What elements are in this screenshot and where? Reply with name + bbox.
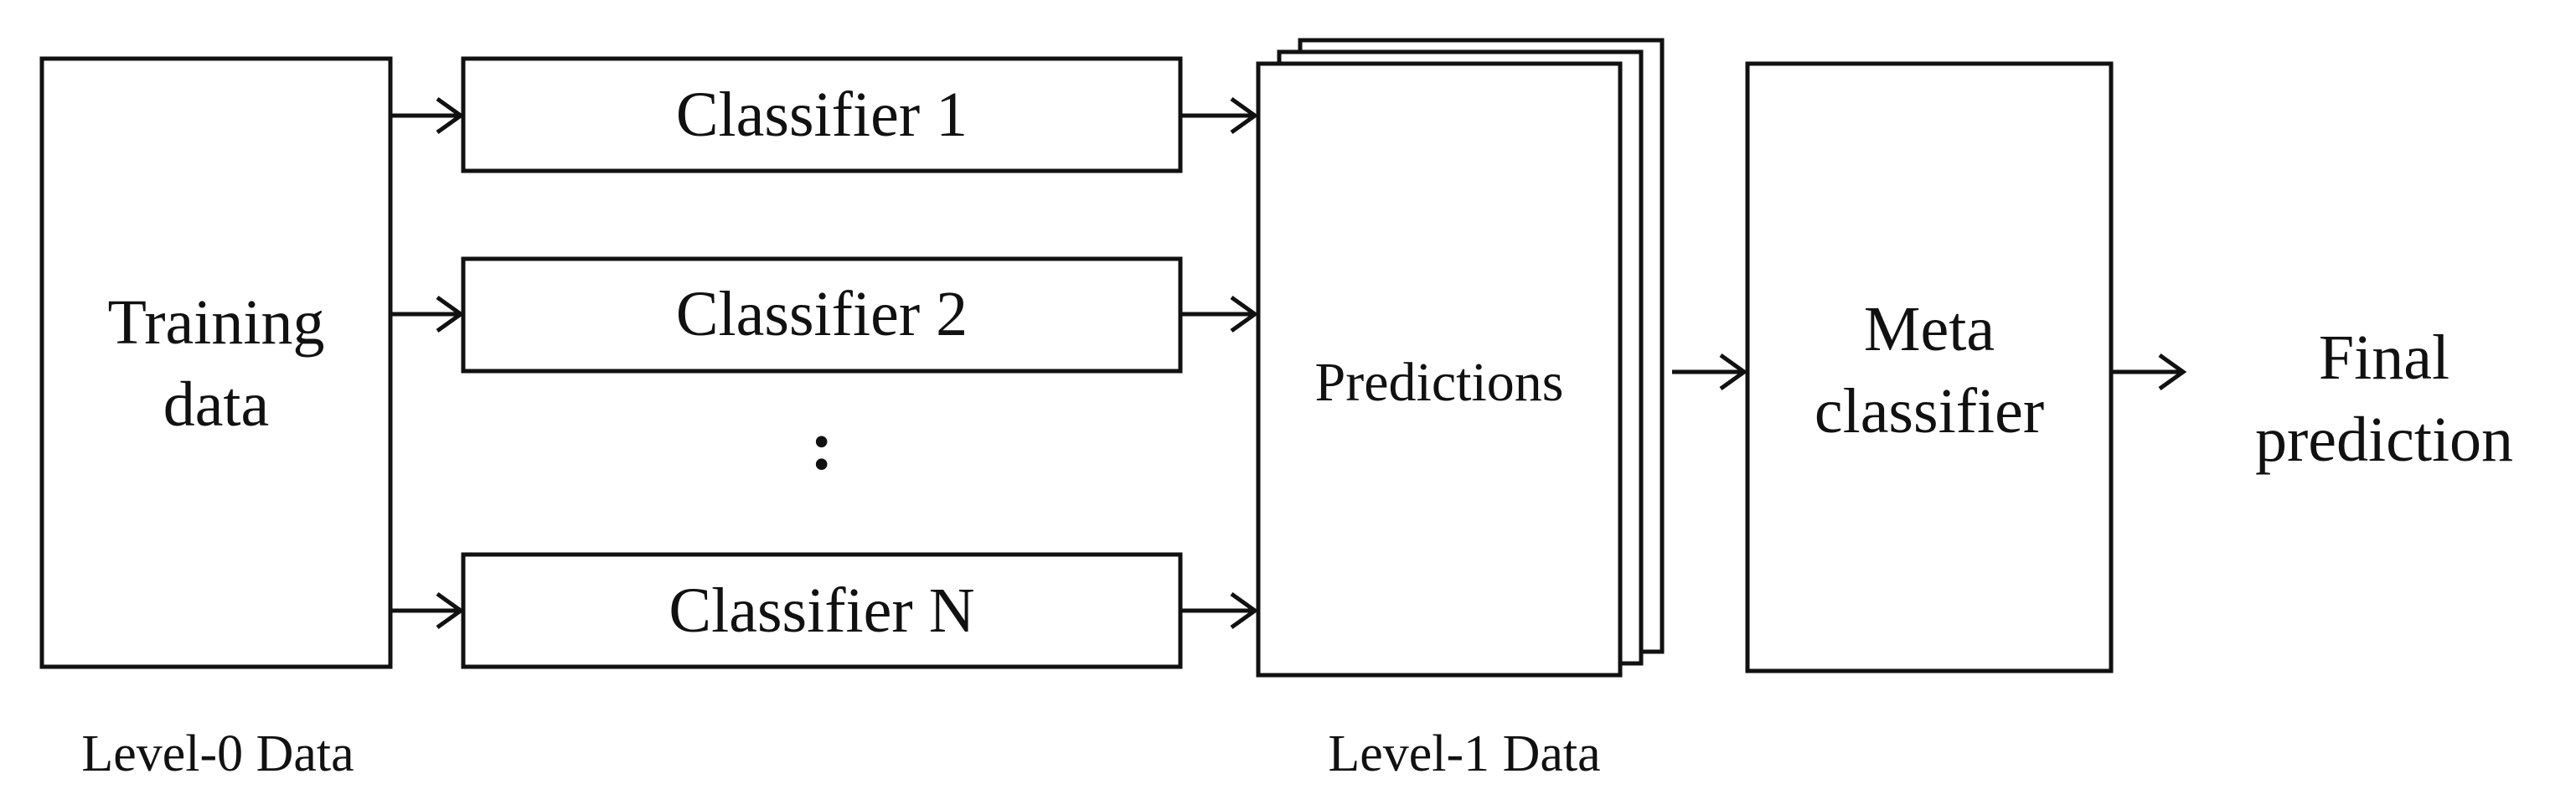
- meta-classifier-box: [1745, 61, 2114, 673]
- final-prediction-label-line1: Final: [2319, 322, 2450, 393]
- training-data-node: Training data: [39, 56, 393, 669]
- predictions-front-sheet: [1256, 61, 1623, 678]
- level-1-caption: Level-1 Data: [1328, 725, 1600, 782]
- level-0-caption: Level-0 Data: [81, 725, 354, 782]
- predictions-label: Predictions: [1315, 352, 1564, 413]
- classifier-n-label: Classifier N: [669, 575, 974, 646]
- arrow-classifier-2-to-predictions: [1180, 295, 1259, 333]
- classifier-2-box: [461, 256, 1183, 374]
- classifier-1-label: Classifier 1: [676, 80, 968, 150]
- classifier-2-label: Classifier 2: [676, 279, 968, 349]
- meta-classifier-node: Meta classifier: [1745, 61, 2114, 673]
- classifier-1-box: [461, 56, 1183, 173]
- classifier-n-node: Classifier N: [461, 552, 1183, 669]
- arrow-training-to-classifier-1: [390, 96, 465, 135]
- classifier-n-box: [461, 552, 1183, 669]
- final-prediction-label-line2: prediction: [2255, 405, 2513, 475]
- training-data-box: [39, 56, 393, 669]
- classifier-2-node: Classifier 2: [461, 256, 1183, 374]
- classifier-1-node: Classifier 1: [461, 56, 1183, 173]
- final-prediction-node: Final prediction: [2255, 322, 2513, 475]
- arrow-classifier-1-to-predictions: [1180, 96, 1259, 135]
- meta-classifier-label-line2: classifier: [1815, 376, 2044, 446]
- predictions-node: Predictions: [1256, 38, 1665, 678]
- arrow-training-to-classifier-2: [390, 295, 465, 333]
- arrow-predictions-to-meta: [1672, 353, 1748, 391]
- classifiers-ellipsis: :: [810, 407, 834, 485]
- arrow-classifier-n-to-predictions: [1180, 591, 1259, 630]
- arrow-training-to-classifier-n: [390, 591, 465, 630]
- training-data-label-line2: data: [163, 369, 270, 440]
- arrow-meta-to-final: [2111, 353, 2187, 391]
- meta-classifier-label-line1: Meta: [1864, 294, 1995, 364]
- training-data-label-line1: Training: [107, 287, 324, 358]
